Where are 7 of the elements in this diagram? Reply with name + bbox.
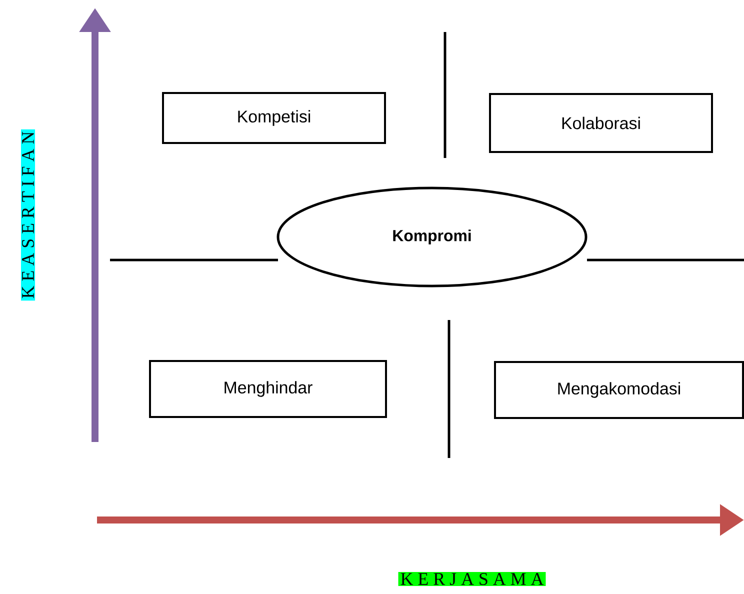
axis-label: K E A S E R T I F A N [21, 129, 36, 301]
label-box: Mengakomodasi [494, 361, 744, 419]
label-box: Kolaborasi [489, 93, 713, 153]
label-box: Kompetisi [162, 92, 386, 144]
label-box: Menghindar [149, 360, 387, 418]
axis-label: K E R J A S A M A [398, 572, 546, 586]
oval: Kompromi [276, 186, 588, 288]
